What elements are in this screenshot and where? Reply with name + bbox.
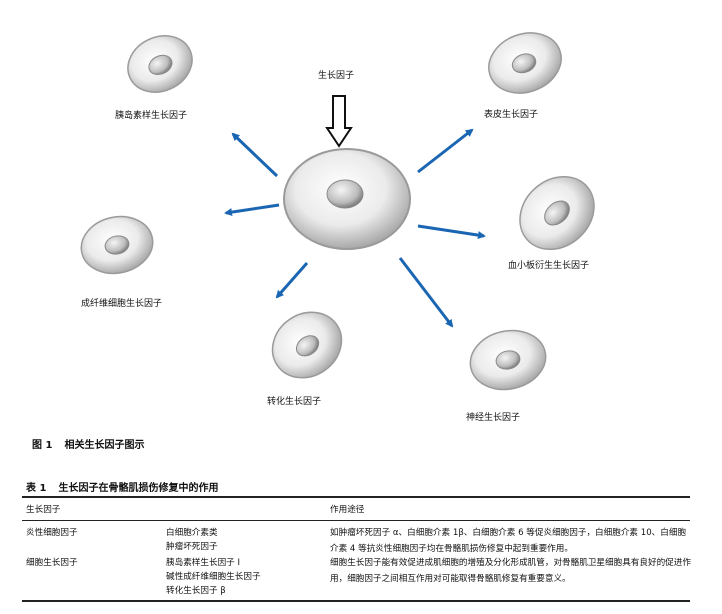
arrow-to-pdgf [417, 224, 486, 240]
label-pdgf: 血小板衍生生长因子 [508, 261, 590, 271]
growth-factor-arrow [325, 95, 353, 148]
figure-1: 生长因子 胰岛素样生长因子 表皮生长因子 成纤维细胞生长因子 血小板衍生生长因子… [80, 32, 595, 423]
arrow-to-igf [231, 132, 279, 178]
figure-caption-text: 相关生长因子图示 [64, 440, 145, 451]
table-caption-number: 表 1 [26, 483, 47, 494]
table-top-rule [22, 496, 690, 498]
row2-factor-2: 碱性成纤维细胞生长因子 [166, 572, 261, 582]
figure-caption-number: 图 1 [32, 440, 53, 451]
row1-factor-2: 肿瘤坏死因子 [166, 542, 218, 552]
row2-factor-3: 转化生长因子 β [166, 586, 226, 596]
table-caption: 表 1 生长因子在骨骼肌损伤修复中的作用 [26, 479, 218, 494]
row1-factor-1: 白细胞介素类 [166, 528, 218, 538]
table-header-rule [22, 520, 690, 521]
cell-egf-shape [488, 32, 562, 94]
table-caption-text: 生长因子在骨骼肌损伤修复中的作用 [58, 483, 219, 494]
cell-fgf-shape [80, 215, 154, 275]
row2-category: 细胞生长因子 [26, 558, 78, 568]
arrow-to-ngf [398, 257, 454, 328]
figure-caption: 图 1 相关生长因子图示 [32, 436, 144, 451]
cell-pdgf-shape [519, 175, 595, 251]
label-ngf: 神经生长因子 [466, 413, 521, 423]
label-fgf: 成纤维细胞生长因子 [81, 299, 163, 309]
center-label: 生长因子 [318, 71, 355, 81]
table-header-factor: 生长因子 [26, 505, 61, 515]
center-cell [283, 148, 411, 250]
cell-ngf-shape [469, 329, 547, 391]
cell-tgf-shape [271, 311, 343, 379]
cell-diagram [80, 32, 595, 391]
table-header-pathway: 作用途径 [330, 505, 365, 515]
label-igf: 胰岛素样生长因子 [115, 111, 188, 121]
row1-description: 如肿瘤坏死因子 α、白细胞介素 1β、白细胞介素 6 等促炎细胞因子，白细胞介素… [330, 528, 687, 554]
row1-category: 炎性细胞因子 [26, 528, 78, 538]
row2-factor-1: 胰岛素样生长因子 Ⅰ [166, 558, 241, 568]
arrow-to-egf [417, 128, 474, 174]
label-tgf: 转化生长因子 [267, 397, 322, 407]
arrow-to-tgf [275, 262, 309, 299]
arrow-to-fgf [224, 203, 280, 217]
cell-igf-shape [127, 35, 193, 93]
label-egf: 表皮生长因子 [484, 110, 539, 120]
table-bottom-rule [22, 600, 690, 602]
row2-description: 细胞生长因子能有效促进成肌细胞的增殖及分化形成肌管，对骨骼肌卫星细胞具有良好的促… [330, 558, 691, 584]
